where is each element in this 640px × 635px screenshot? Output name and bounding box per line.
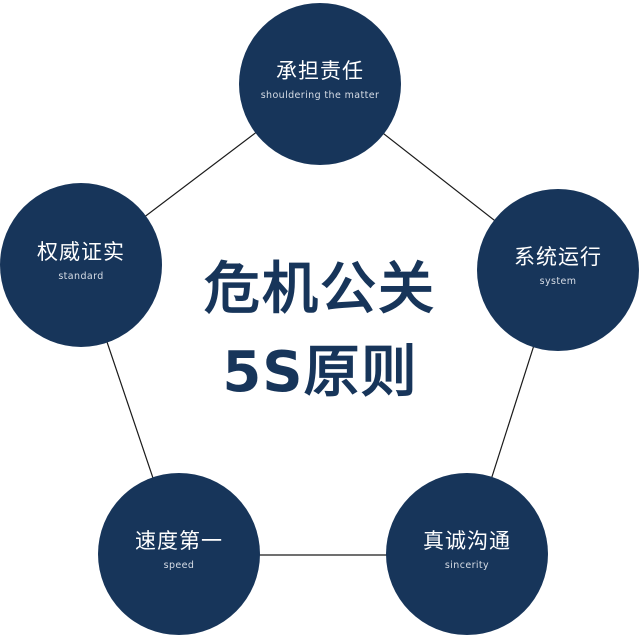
node-speed: 速度第一 speed xyxy=(98,473,260,635)
center-title-line1: 危机公关 xyxy=(204,257,436,322)
node-subtitle: shouldering the matter xyxy=(260,90,380,101)
node-title: 承担责任 xyxy=(276,59,364,83)
node-title: 速度第一 xyxy=(135,529,223,553)
node-title: 权威证实 xyxy=(37,240,125,264)
pentagon-diagram: 承担责任 shouldering the matter 系统运行 system … xyxy=(0,3,639,635)
node-subtitle: speed xyxy=(163,560,195,571)
node-title: 真诚沟通 xyxy=(423,529,511,553)
node-sincerity: 真诚沟通 sincerity xyxy=(386,473,548,635)
node-shouldering-the-matter: 承担责任 shouldering the matter xyxy=(239,3,401,165)
node-subtitle: sincerity xyxy=(444,560,490,571)
node-subtitle: standard xyxy=(58,271,104,282)
center-title-line2: 5S原则 xyxy=(222,340,418,405)
node-title: 系统运行 xyxy=(514,245,602,269)
node-subtitle: system xyxy=(539,276,577,287)
node-system: 系统运行 system xyxy=(477,189,639,351)
node-standard: 权威证实 standard xyxy=(0,183,162,347)
